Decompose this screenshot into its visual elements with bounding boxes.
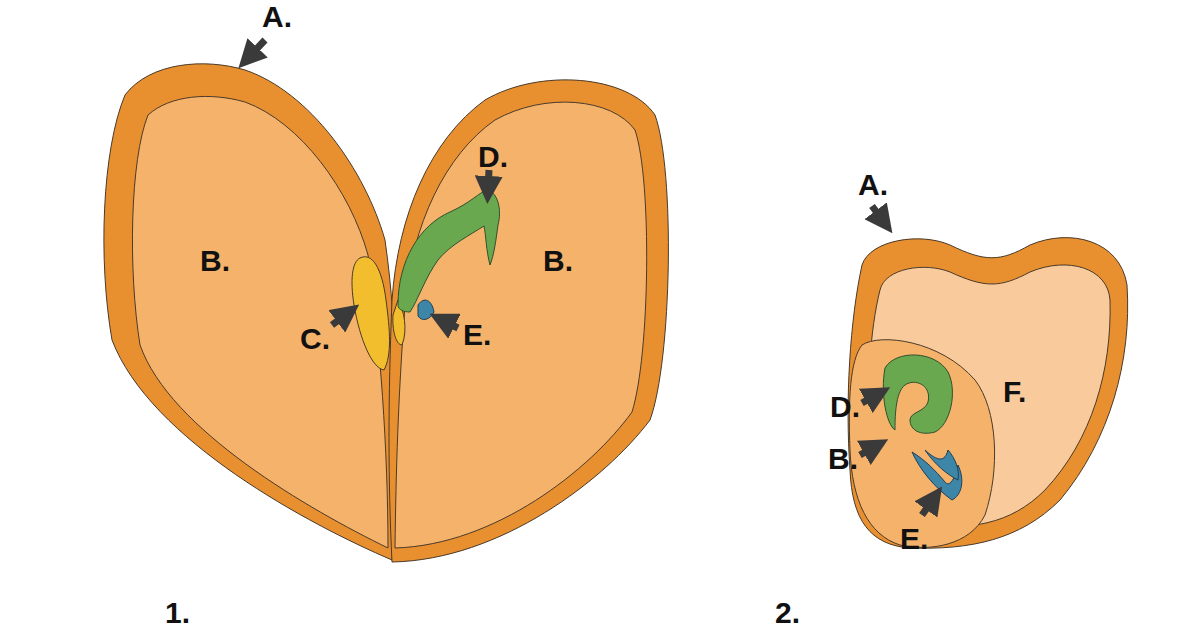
seed-coat xyxy=(104,64,397,560)
part-label: D. xyxy=(830,392,860,422)
plumule xyxy=(398,190,500,312)
seed-coat xyxy=(848,238,1128,549)
part-label: C. xyxy=(300,324,330,354)
part-label: B. xyxy=(828,444,858,474)
part-label: B. xyxy=(200,246,230,276)
part-label: E. xyxy=(463,320,491,350)
part-label: B. xyxy=(543,246,573,276)
radicle xyxy=(352,257,390,370)
hypocotyl xyxy=(418,300,434,319)
leader-arrows xyxy=(248,40,934,515)
part-label: F. xyxy=(1003,377,1026,407)
scutellum xyxy=(849,340,994,548)
part-label: E. xyxy=(900,524,928,554)
cotyledon xyxy=(132,96,388,548)
radicle xyxy=(925,450,958,480)
plumule xyxy=(883,355,952,433)
seed-coat xyxy=(389,80,668,562)
cotyledon xyxy=(395,102,647,548)
part-label: A. xyxy=(858,170,888,200)
part-label: D. xyxy=(478,142,508,172)
part-label: A. xyxy=(262,2,292,32)
figure-number: 1. xyxy=(165,598,190,628)
figure-number: 2. xyxy=(775,598,800,628)
